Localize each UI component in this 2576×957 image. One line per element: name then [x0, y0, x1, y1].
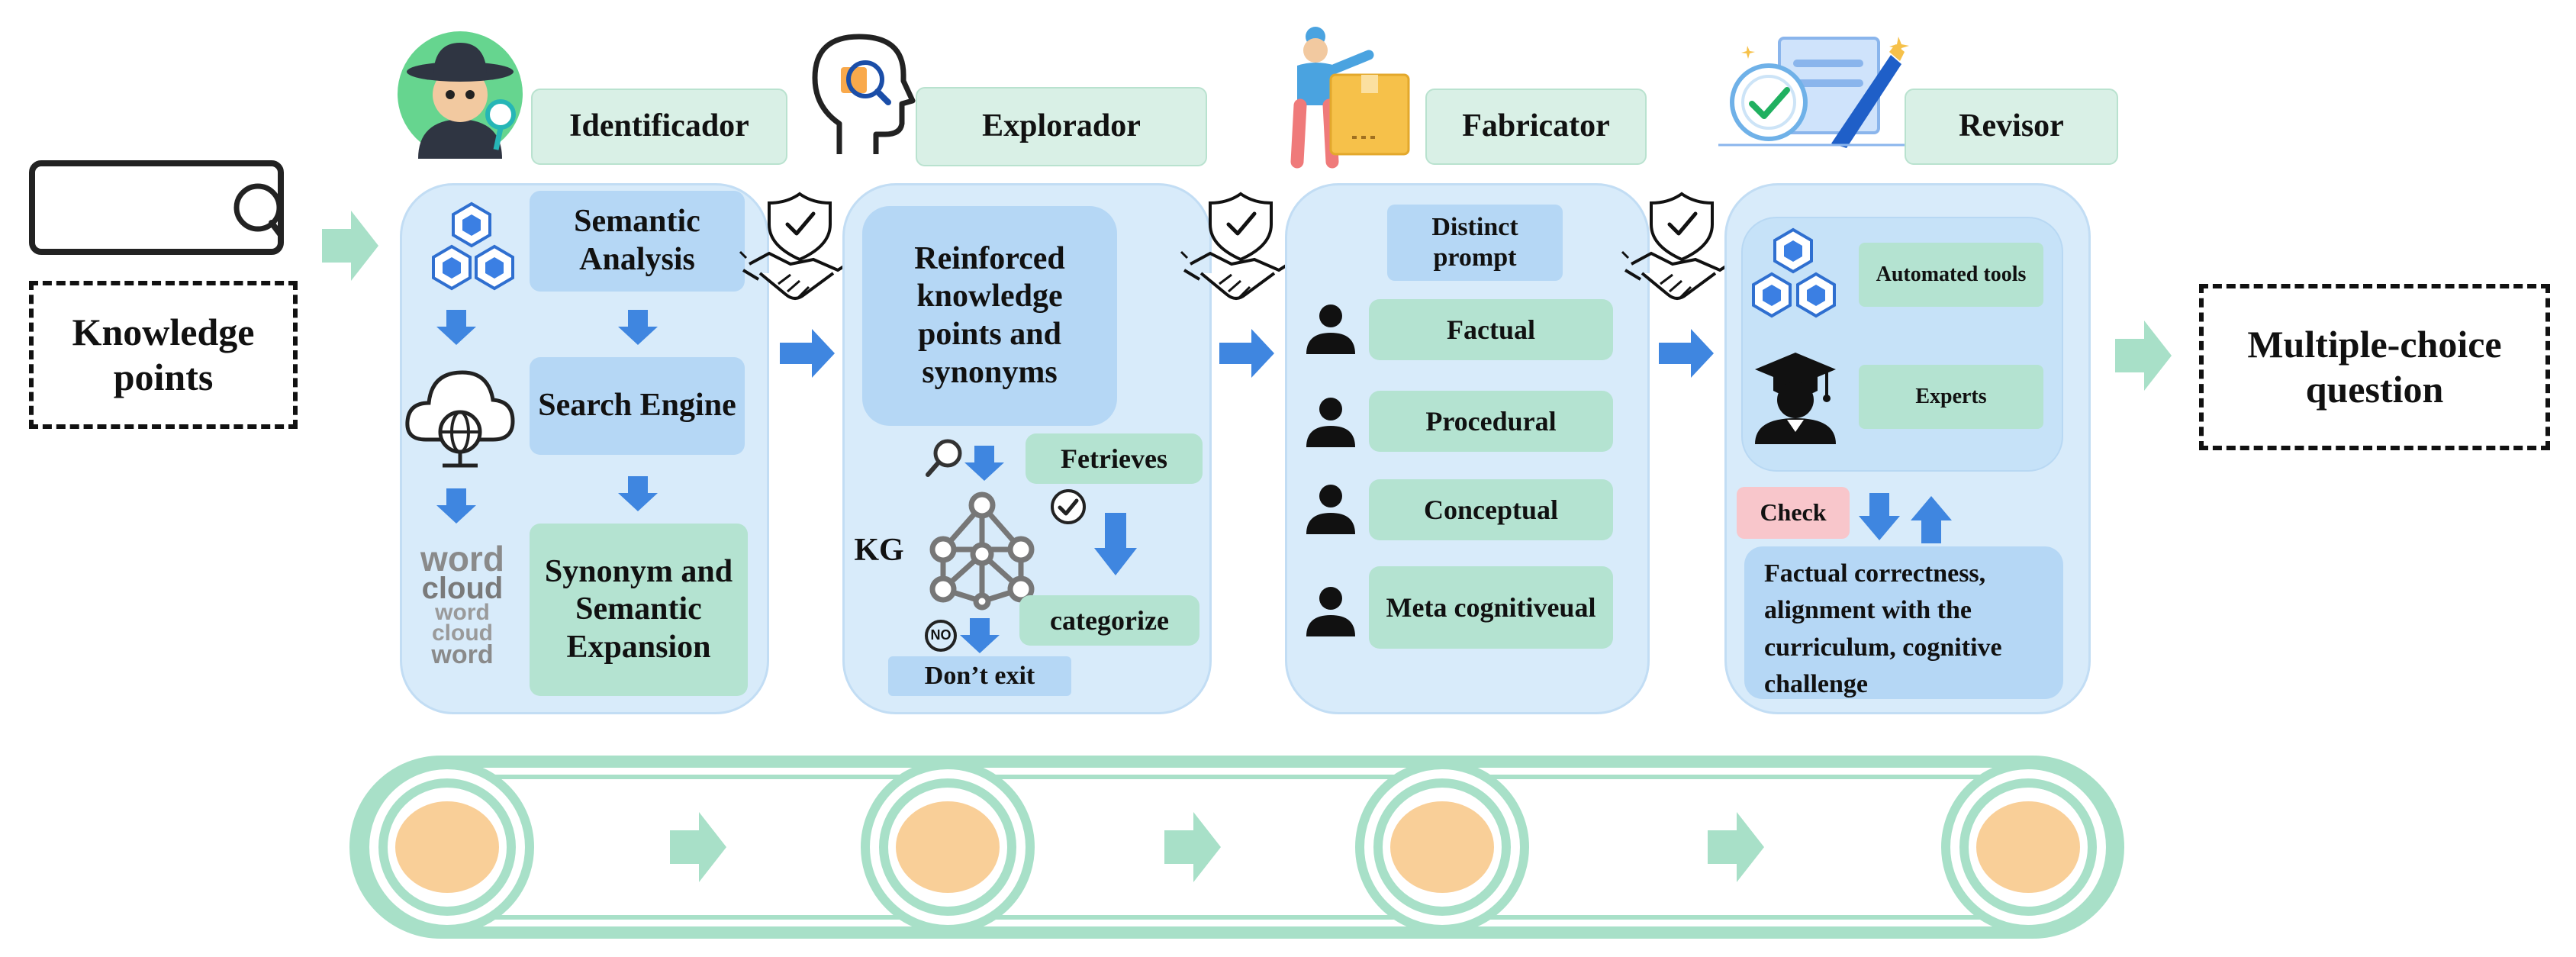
check-badge: Check	[1737, 487, 1850, 539]
cubes-icon	[1752, 228, 1836, 317]
arrow-right-icon	[1659, 329, 1714, 378]
arrow-down-icon	[964, 446, 1004, 481]
person-icon	[1306, 304, 1355, 354]
checklist-pen-icon	[1718, 37, 1909, 148]
roller-icon	[1946, 765, 2111, 930]
arrow-right-icon	[322, 211, 378, 281]
arrow-down-icon	[436, 310, 476, 345]
categorize-box: categorize	[1019, 595, 1199, 646]
worker-box-icon	[1290, 27, 1410, 169]
kg-label: KG	[854, 533, 904, 569]
cubes-icon	[432, 202, 514, 290]
stage-title-explorador: Explorador	[916, 87, 1207, 166]
arrow-down-icon	[618, 476, 658, 511]
conveyor-belt-icon	[349, 756, 2124, 939]
roller-icon	[1360, 765, 1525, 930]
handshake-shield-icon	[1180, 186, 1302, 308]
distinct-prompt-box: Distinct prompt	[1387, 205, 1563, 281]
roller-icon	[365, 765, 530, 930]
type-factual: Factual	[1369, 299, 1613, 360]
arrow-right-icon	[2115, 321, 2172, 391]
arrow-down-icon	[618, 310, 658, 345]
stage-title-fabricator: Fabricator	[1425, 89, 1647, 165]
stage-title-revisor: Revisor	[1905, 89, 2118, 165]
type-metacognitive: Meta cognitiveual	[1369, 566, 1613, 649]
arrow-right-icon	[780, 329, 835, 378]
not-exist-box: Don’t exit	[888, 656, 1071, 696]
arrow-down-icon	[960, 618, 1000, 653]
search-bar-icon	[29, 160, 284, 255]
graduate-icon	[1755, 353, 1836, 444]
roller-icon	[865, 765, 1030, 930]
step-search-engine: Search Engine	[530, 357, 745, 455]
arrow-right-icon	[1219, 329, 1274, 378]
detective-icon	[398, 31, 523, 159]
person-icon	[1306, 398, 1355, 447]
retrieve-box: Fetrieves	[1026, 433, 1203, 484]
step-synonym-expansion: Synonym and Semantic Expansion	[530, 524, 748, 696]
arrow-down-icon	[436, 488, 476, 524]
arrow-down-icon	[1094, 513, 1137, 575]
swap-arrows-icon	[1859, 493, 1952, 543]
type-procedural: Procedural	[1369, 391, 1613, 452]
reinforced-knowledge-box: Reinforced knowledge points and synonyms	[862, 206, 1117, 426]
step-semantic-analysis: Semantic Analysis	[530, 191, 745, 292]
magnifier-icon	[926, 439, 962, 477]
review-criteria-box: Factual correctness, alignment with the …	[1744, 546, 2063, 699]
person-icon	[1306, 485, 1355, 534]
output-multiple-choice-question: Multiple-choice question	[2199, 284, 2550, 450]
word-cloud-icon: word cloud word cloud word	[420, 539, 504, 670]
stage-title-identificador: Identificador	[531, 89, 787, 165]
automated-tools-box: Automated tools	[1859, 243, 2043, 307]
input-knowledge-points: Knowledge points	[29, 281, 298, 429]
no-badge: NO	[925, 620, 957, 652]
type-conceptual: Conceptual	[1369, 479, 1613, 540]
network-graph-icon	[929, 491, 1035, 611]
head-search-icon	[812, 34, 916, 154]
experts-box: Experts	[1859, 365, 2043, 429]
cloud-globe-icon	[405, 370, 515, 468]
person-icon	[1306, 587, 1355, 636]
check-circle-icon	[1051, 489, 1086, 524]
